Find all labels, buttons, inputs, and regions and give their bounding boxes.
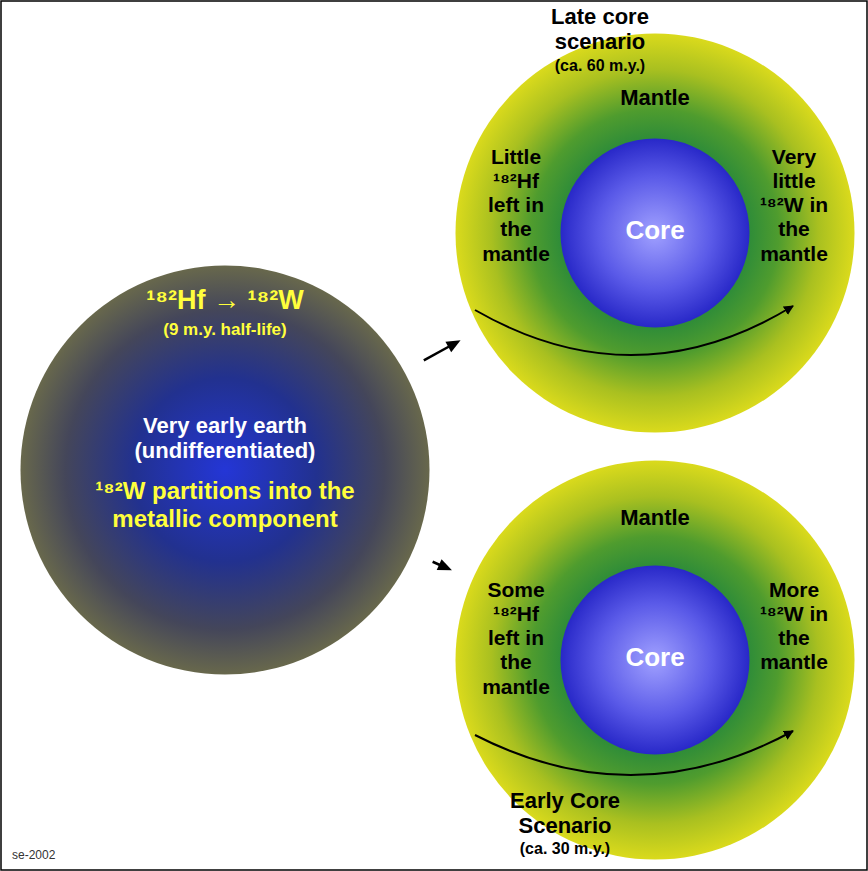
core-label: Core xyxy=(580,643,730,673)
circle-fill xyxy=(456,34,855,433)
hafnium-note: Little ¹⁸²Hf left in the mantle xyxy=(475,145,557,266)
credit-label: se-2002 xyxy=(12,848,55,862)
core-label: Core xyxy=(580,216,730,246)
hafnium-note: Some ¹⁸²Hf left in the mantle xyxy=(475,578,557,699)
mantle-circle: Late core scenario(ca. 60 m.y.)MantleLit… xyxy=(455,33,855,433)
core-circle: Core xyxy=(560,565,750,755)
connector-arrow xyxy=(433,559,452,570)
early-earth-circle: ¹⁸²Hf → ¹⁸²W (9 m.y. half-life) Very early… xyxy=(20,265,430,675)
arrow-head xyxy=(437,559,452,570)
circle-fill xyxy=(456,461,855,860)
mantle-circle: MantleSome ¹⁸²Hf left in the mantle More … xyxy=(455,460,855,860)
tungsten-note: More ¹⁸²W in the mantle xyxy=(753,578,835,675)
circle-fill xyxy=(561,139,750,328)
connector-line xyxy=(424,345,452,360)
mantle-label: Mantle xyxy=(575,505,735,530)
circle-fill xyxy=(561,566,750,755)
scenario-age: (ca. 60 m.y.) xyxy=(533,57,667,75)
connector-arrow xyxy=(424,340,461,360)
partition-note: ¹⁸²W partitions into the metallic compon… xyxy=(50,477,400,532)
tungsten-note: Very little ¹⁸²W in the mantle xyxy=(753,145,835,266)
arrow-head xyxy=(445,340,460,352)
earth-label: Very early earth (undifferentiated) xyxy=(85,413,365,464)
scenario-title: Late core scenario xyxy=(533,4,667,55)
isotope-decay: ¹⁸²Hf → ¹⁸²W xyxy=(75,285,375,316)
scenario-age: (ca. 30 m.y.) xyxy=(490,840,640,858)
scenario-title: Early Core Scenario xyxy=(490,788,640,839)
mantle-label: Mantle xyxy=(575,85,735,110)
core-circle: Core xyxy=(560,138,750,328)
half-life-note: (9 m.y. half-life) xyxy=(105,320,345,340)
circle-fill xyxy=(21,266,430,675)
